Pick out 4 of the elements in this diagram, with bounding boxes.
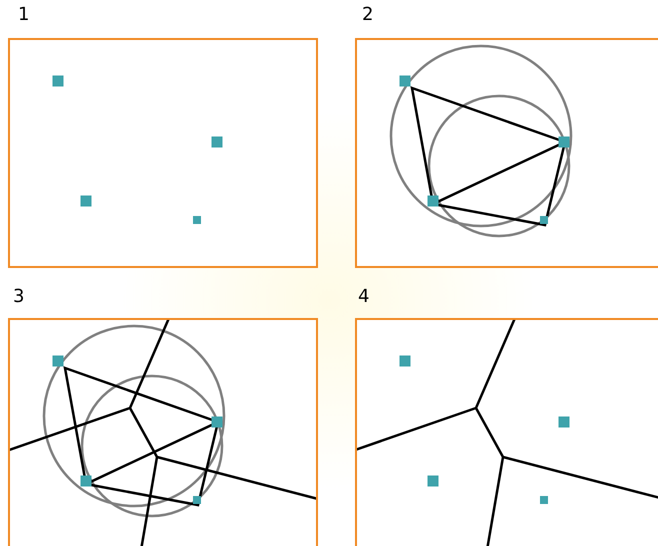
panel-number: 4 (358, 288, 370, 306)
panel-number: 3 (13, 288, 24, 306)
panel-number: 1 (18, 6, 30, 24)
panel-number: 2 (362, 6, 374, 24)
